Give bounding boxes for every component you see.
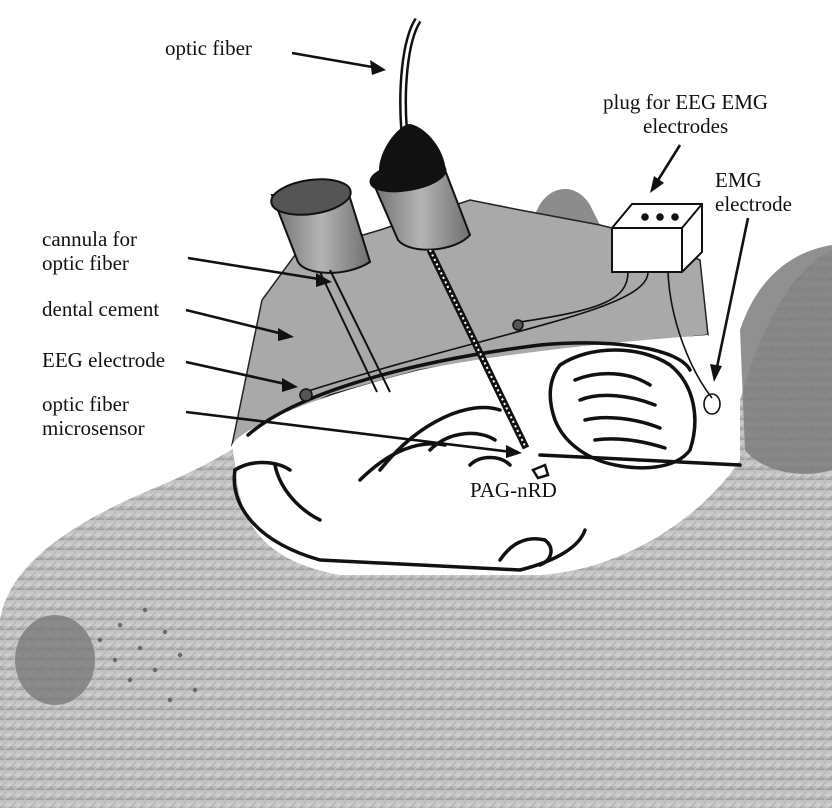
label-microsensor: optic fiber microsensor bbox=[42, 392, 145, 440]
label-dental-cement-text: dental cement bbox=[42, 297, 159, 321]
eeg-screw-2 bbox=[513, 320, 523, 330]
label-eeg-electrode: EEG electrode bbox=[42, 348, 165, 372]
label-pag-nrd-text: PAG-nRD bbox=[470, 478, 557, 502]
label-dental-cement: dental cement bbox=[42, 297, 159, 321]
label-eeg-electrode-text: EEG electrode bbox=[42, 348, 165, 372]
label-cannula-line2: optic fiber bbox=[42, 251, 137, 275]
label-emg-electrode: EMG electrode bbox=[715, 168, 792, 216]
eeg-screw bbox=[300, 389, 312, 401]
label-emg-line2: electrode bbox=[715, 192, 792, 216]
label-emg-line1: EMG bbox=[715, 168, 792, 192]
label-cannula: cannula for optic fiber bbox=[42, 227, 137, 275]
label-optic-fiber-text: optic fiber bbox=[165, 36, 252, 60]
label-microsensor-line1: optic fiber bbox=[42, 392, 145, 416]
label-cannula-line1: cannula for bbox=[42, 227, 137, 251]
label-optic-fiber: optic fiber bbox=[165, 36, 252, 60]
rat-ear bbox=[740, 245, 832, 474]
label-plug-line2: electrodes bbox=[603, 114, 768, 138]
label-plug: plug for EEG EMG electrodes bbox=[603, 90, 768, 138]
rat-snout bbox=[15, 615, 95, 705]
label-plug-line1: plug for EEG EMG bbox=[603, 90, 768, 114]
label-pag-nrd: PAG-nRD bbox=[470, 478, 557, 502]
plug-box bbox=[612, 204, 702, 272]
label-microsensor-line2: microsensor bbox=[42, 416, 145, 440]
